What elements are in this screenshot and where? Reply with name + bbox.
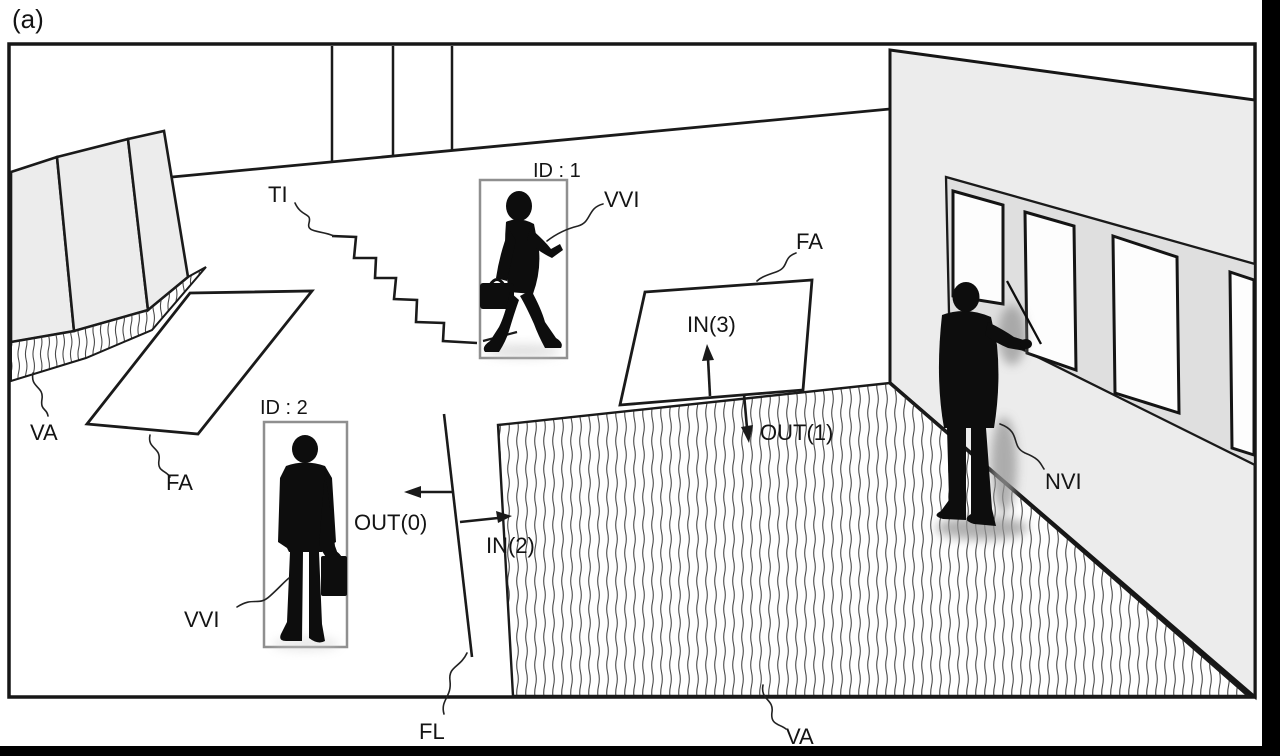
leader-nvi [999, 423, 1045, 470]
back-wall-door-lines [330, 46, 454, 162]
window-pane-3 [1111, 233, 1181, 416]
label-vvi-1: VVI [604, 187, 639, 212]
label-in3: IN(3) [687, 312, 736, 337]
arrow-in3-shaft [706, 357, 712, 397]
floor-line-fl [442, 413, 474, 658]
window-pane-4 [1228, 269, 1256, 458]
walking-person-silhouette [480, 191, 563, 352]
label-fa-left: FA [166, 470, 193, 495]
label-ti: TI [268, 182, 288, 207]
label-out1: OUT(1) [760, 420, 833, 445]
label-fa-right: FA [796, 229, 823, 254]
label-fl: FL [419, 719, 445, 744]
leader-va-bottom [761, 684, 787, 730]
leader-va-left [31, 372, 49, 417]
leader-vvi-2 [236, 577, 290, 608]
leader-fa-left [148, 434, 171, 478]
arrow-in2-shaft [459, 516, 499, 524]
leader-ti [294, 202, 335, 237]
pointer-stick [1005, 280, 1043, 345]
windows [951, 189, 1256, 458]
nvi-cast-shadow [936, 305, 1028, 540]
label-nvi: NVI [1045, 469, 1082, 494]
window-pane-2 [1023, 210, 1078, 373]
leader-fa-right [756, 252, 797, 282]
back-wall-floor-edge [171, 107, 891, 179]
leader-fl [442, 652, 468, 715]
arrow-out0-head [404, 486, 421, 498]
right-edge-bar [1262, 0, 1280, 756]
label-id1: ID : 1 [533, 160, 581, 182]
id1-foot-shadow [485, 344, 561, 358]
arrow-in3-head [702, 344, 714, 361]
floor-area-right-fa [618, 278, 814, 407]
label-vvi-2: VVI [184, 607, 219, 632]
floor-area-left-fa [84, 289, 315, 436]
leader-lines [31, 202, 1045, 730]
staircase [331, 234, 478, 345]
reference-labels: TI ID : 1 VVI FA IN(3) OUT(1) NVI VA FA … [30, 160, 1082, 749]
pointing-person-silhouette [936, 280, 1043, 526]
arrow-in2-head [496, 511, 512, 523]
partition-hatch-strip-va [10, 266, 207, 383]
arrow-out1-head [741, 425, 753, 443]
flow-arrows [404, 344, 753, 524]
label-va-left: VA [30, 420, 58, 445]
figure-panel-label: (a) [12, 4, 44, 34]
standing-person-silhouette [278, 435, 347, 643]
bottom-edge-bar [0, 746, 1280, 756]
label-out0: OUT(0) [354, 510, 427, 535]
floor-hatch-area-va [496, 381, 1252, 698]
arrow-out1-shaft [742, 393, 749, 429]
window-pane-1 [951, 189, 1005, 306]
partition-screen [9, 129, 207, 383]
leader-vvi-1 [546, 203, 604, 242]
label-id2: ID : 2 [260, 397, 308, 419]
label-in2: IN(2) [486, 533, 535, 558]
label-va-bottom: VA [786, 724, 814, 749]
